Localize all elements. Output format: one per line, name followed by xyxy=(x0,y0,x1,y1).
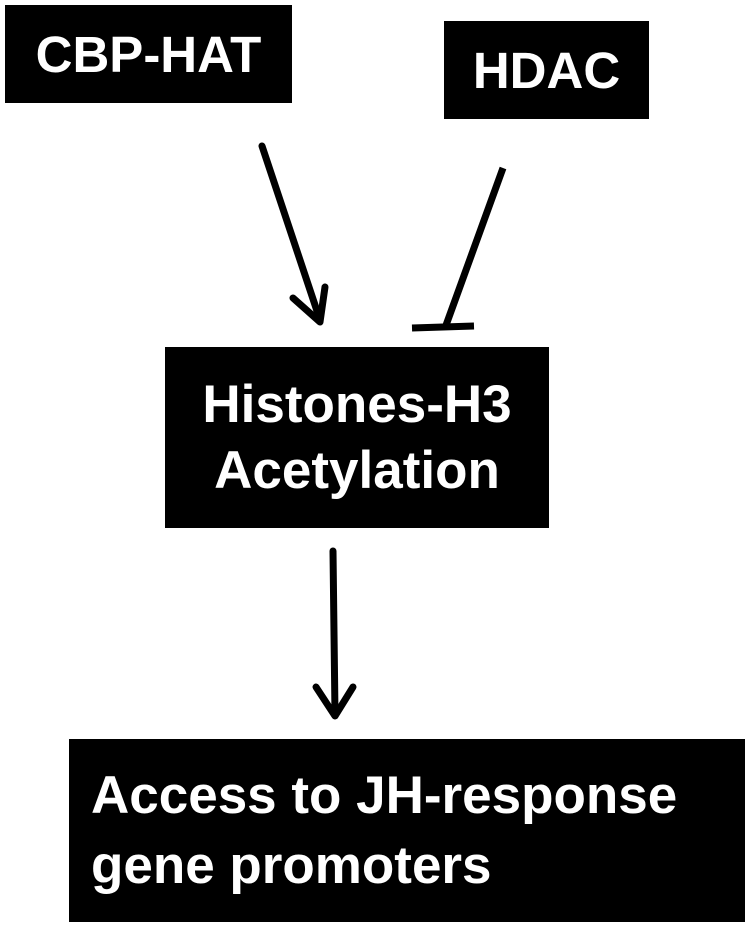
promoter-access-node: Access to JH-response gene promoters xyxy=(69,739,745,922)
cbp-to-histones-arrow xyxy=(258,142,329,326)
cbp-hat-node: CBP-HAT xyxy=(5,5,292,103)
histones-to-access-arrow xyxy=(312,547,357,720)
hdac-inhibits-histones-line xyxy=(411,166,507,332)
cbp-hat-label: CBP-HAT xyxy=(35,25,262,83)
hdac-node: HDAC xyxy=(444,21,649,119)
access-label-line2: gene promoters xyxy=(91,835,492,895)
histones-acetylation-node: Histones-H3 Acetylation xyxy=(165,347,549,528)
hdac-label: HDAC xyxy=(472,41,621,99)
access-label-line1: Access to JH-response xyxy=(91,765,678,825)
histones-label-line1: Histones-H3 xyxy=(202,374,512,434)
histones-label-line2: Acetylation xyxy=(214,440,500,500)
